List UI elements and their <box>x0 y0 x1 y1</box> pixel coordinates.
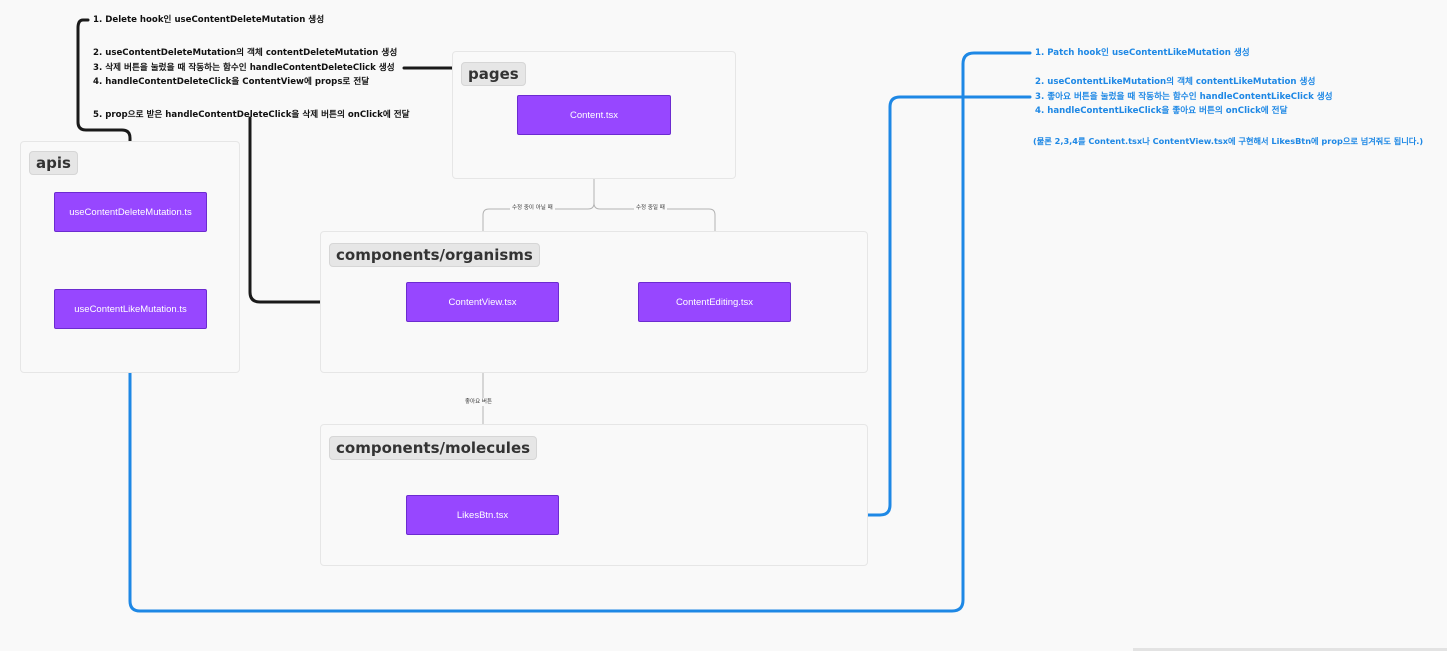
organisms-section-label: components/organisms <box>329 243 540 267</box>
content-node[interactable]: Content.tsx <box>517 95 671 135</box>
pages-section-label: pages <box>461 62 526 86</box>
delete-flow-to-apis <box>76 18 132 192</box>
scroll-strip <box>1133 648 1447 651</box>
delete-note-2: 2. useContentDeleteMutation의 객체 contentD… <box>93 48 398 58</box>
like-note-2: 2. useContentLikeMutation의 객체 contentLik… <box>1035 77 1316 87</box>
edge-label-not-editing: 수정 중이 아닐 때 <box>510 204 555 212</box>
molecules-section: components/molecules <box>320 424 868 566</box>
like-note-5: (물론 2,3,4를 Content.tsx나 ContentView.tsx에… <box>1033 136 1424 146</box>
like-note-4: 4. handleContentLikeClick을 좋아요 버튼의 onCli… <box>1035 106 1288 116</box>
apis-section-label: apis <box>29 151 78 175</box>
edge-label-editing: 수정 중일 때 <box>634 204 667 212</box>
delete-mutation-node[interactable]: useContentDeleteMutation.ts <box>54 192 207 232</box>
delete-note-5: 5. prop으로 받은 handleContentDeleteClick을 삭… <box>93 110 410 120</box>
content-view-node[interactable]: ContentView.tsx <box>406 282 559 322</box>
molecules-section-label: components/molecules <box>329 436 538 460</box>
like-flow-to-likes <box>559 95 1032 517</box>
connector-editing <box>593 202 716 282</box>
delete-note-1: 1. Delete hook인 useContentDeleteMutation… <box>93 15 325 25</box>
like-mutation-node[interactable]: useContentLikeMutation.ts <box>54 289 207 329</box>
like-note-1: 1. Patch hook인 useContentLikeMutation 생성 <box>1035 48 1250 58</box>
like-note-3: 3. 좋아요 버튼을 눌렀을 때 작동하는 함수인 handleContentL… <box>1035 92 1333 102</box>
edge-label-like-button: 좋아요 버튼 <box>463 398 495 406</box>
pages-section: pages <box>452 51 736 179</box>
like-flow-loop <box>128 51 1032 613</box>
content-editing-node[interactable]: ContentEditing.tsx <box>638 282 791 322</box>
likes-btn-node[interactable]: LikesBtn.tsx <box>406 495 559 535</box>
delete-note-4: 4. handleContentDeleteClick을 ContentView… <box>93 77 370 87</box>
delete-flow-to-view <box>248 116 407 304</box>
connector-not-editing <box>482 202 595 282</box>
delete-note-3: 3. 삭제 버튼을 눌렀을 때 작동하는 함수인 handleContentDe… <box>93 63 395 73</box>
apis-section: apis <box>20 141 240 373</box>
